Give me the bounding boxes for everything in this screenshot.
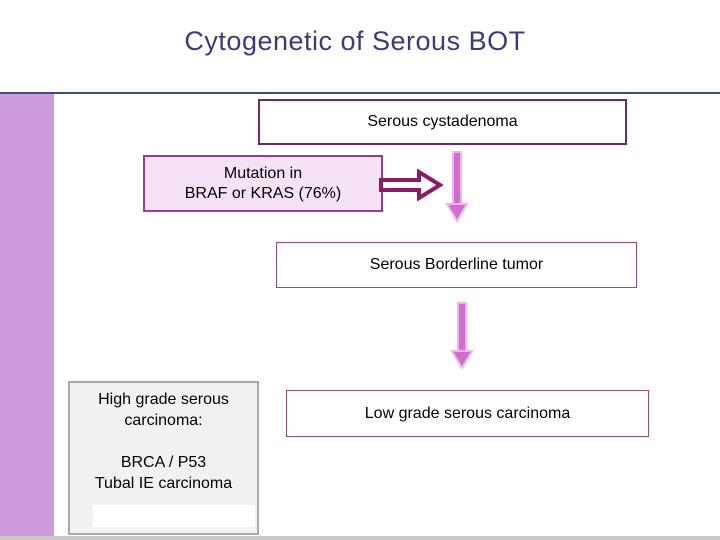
- mutation-label: Mutation in BRAF or KRAS (76%): [184, 164, 342, 202]
- left-accent-bar: [0, 94, 54, 536]
- serous-borderline-label: Serous Borderline tumor: [369, 256, 544, 273]
- box-high-grade: High grade serous carcinoma: BRCA / P53 …: [68, 381, 259, 535]
- low-grade-label: Low grade serous carcinoma: [364, 404, 571, 422]
- highlight-rect: [93, 505, 255, 527]
- down-arrow-icon-2: [449, 302, 475, 370]
- slide-title: Cytogenetic of Serous BOT: [184, 26, 526, 56]
- high-grade-line1: BRCA / P53: [120, 454, 207, 471]
- box-low-grade: Low grade serous carcinoma: [286, 390, 649, 437]
- box-mutation: Mutation in BRAF or KRAS (76%): [143, 155, 383, 212]
- high-grade-heading: High grade serous carcinoma:: [98, 391, 229, 429]
- box-serous-borderline: Serous Borderline tumor: [276, 242, 637, 288]
- bottom-edge-strip: [0, 536, 720, 540]
- high-grade-spacer: [70, 431, 257, 452]
- right-block-arrow-icon: [379, 169, 443, 201]
- high-grade-line2: Tubal IE carcinoma: [94, 475, 233, 492]
- down-arrow-icon-1: [444, 151, 470, 223]
- box-serous-cystadenoma: Serous cystadenoma: [258, 99, 627, 145]
- serous-cystadenoma-label: Serous cystadenoma: [367, 113, 518, 130]
- title-divider: [0, 92, 720, 94]
